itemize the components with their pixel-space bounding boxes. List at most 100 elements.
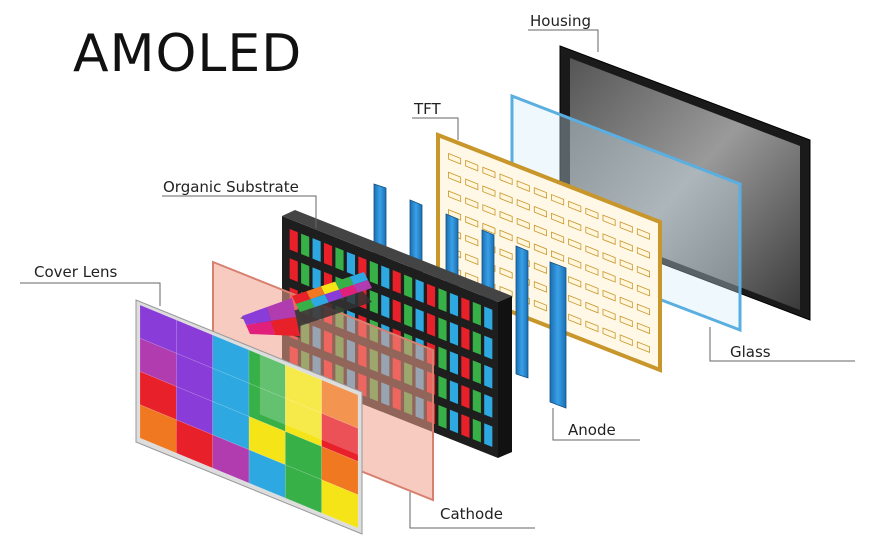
tft-cell <box>482 222 496 235</box>
tft-cell <box>448 190 462 203</box>
tft-cell <box>585 226 599 239</box>
tft-cell <box>465 197 479 209</box>
tft-cell <box>516 217 530 230</box>
subpixel <box>369 260 378 285</box>
tft-label: TFT <box>414 100 441 118</box>
subpixel <box>461 355 470 380</box>
tft-cell <box>568 219 582 232</box>
tft-cell <box>448 171 462 184</box>
anode-bar <box>515 245 529 379</box>
tft-cell <box>602 214 616 227</box>
tft-cell <box>482 166 496 179</box>
tft-cell <box>602 327 616 340</box>
tft-cell <box>636 247 650 259</box>
tft-cell <box>516 236 530 249</box>
subpixel <box>472 360 481 385</box>
arrow-color-cell <box>349 272 368 285</box>
arrow-color-cell <box>339 284 358 298</box>
subpixel <box>404 303 413 328</box>
tft-cell <box>585 320 599 333</box>
subpixel <box>415 279 424 303</box>
tft-cell <box>448 209 462 221</box>
subpixel <box>438 317 447 342</box>
arrow-color-cell <box>246 321 275 335</box>
tft-cell <box>568 294 582 307</box>
subpixel <box>335 247 344 271</box>
subpixel <box>449 292 459 317</box>
subpixel <box>484 364 493 389</box>
tft-cell <box>533 299 547 312</box>
tft-cell <box>568 313 582 326</box>
tft-cell <box>499 173 513 186</box>
tft-cell <box>619 277 633 290</box>
tft-cell <box>619 221 633 234</box>
arrow-color-cell <box>320 281 340 295</box>
tft-cell <box>465 234 479 247</box>
tft-cell <box>636 284 650 297</box>
subpixel <box>472 418 481 443</box>
tft-cell <box>533 187 547 199</box>
tft-cell <box>551 193 565 206</box>
tft-cell <box>482 204 496 216</box>
tft-cell <box>602 270 616 283</box>
subpixel <box>426 283 436 308</box>
subpixel <box>369 290 378 314</box>
tft-leader <box>412 117 459 140</box>
tft-cell <box>499 285 513 298</box>
tft-cell <box>602 233 616 246</box>
subpixel <box>381 294 390 319</box>
tft-cell <box>499 210 513 223</box>
arrow-color-cell <box>267 298 296 321</box>
subpixel <box>461 297 470 322</box>
tft-cell <box>465 215 479 228</box>
arrow-color-cell <box>296 299 315 312</box>
subpixel <box>461 326 470 351</box>
arrow-color-cell <box>292 291 311 304</box>
subpixel <box>472 331 481 355</box>
subpixel <box>484 335 493 360</box>
cathode-label: Cathode <box>440 505 503 523</box>
tft-cell <box>585 282 599 295</box>
subpixel <box>484 423 493 447</box>
tft-cell <box>551 250 565 263</box>
anode-bar <box>549 261 567 409</box>
anode-leader <box>552 408 640 441</box>
arrow-color-cell <box>353 280 372 293</box>
lens-glare <box>259 354 358 455</box>
tft-cell <box>568 200 582 213</box>
tft-cell <box>482 185 496 198</box>
subpixel <box>472 301 481 326</box>
subpixel <box>301 233 310 258</box>
subpixel <box>449 351 459 375</box>
tft-cell <box>619 258 633 271</box>
housing-leader <box>528 29 599 52</box>
subpixel <box>472 389 481 414</box>
subpixel <box>449 380 459 405</box>
subpixel <box>392 270 401 294</box>
cathode-leader <box>409 492 535 529</box>
tft-cell <box>585 245 599 257</box>
tft-cell <box>465 159 479 172</box>
subpixel <box>289 258 298 282</box>
tft-cell <box>602 308 616 321</box>
tft-cell <box>619 296 633 309</box>
tft-cell <box>533 205 547 218</box>
anode-label: Anode <box>568 421 616 439</box>
subpixel <box>438 288 447 312</box>
tft-cell <box>448 152 462 165</box>
arrow-color-cell <box>271 317 300 336</box>
tft-cell <box>533 224 547 237</box>
arrow-color-cell <box>306 286 325 300</box>
cover-lens-leader <box>20 282 161 306</box>
organic-substrate-leader <box>162 195 317 228</box>
subpixel <box>392 299 401 323</box>
tft-cell <box>636 341 650 353</box>
subpixel <box>415 308 424 333</box>
subpixel <box>438 346 447 371</box>
tft-cell <box>602 289 616 302</box>
cover-lens-layer <box>135 299 363 535</box>
tft-cell <box>533 262 547 274</box>
subpixel <box>404 274 413 299</box>
leader-lines <box>20 29 855 529</box>
